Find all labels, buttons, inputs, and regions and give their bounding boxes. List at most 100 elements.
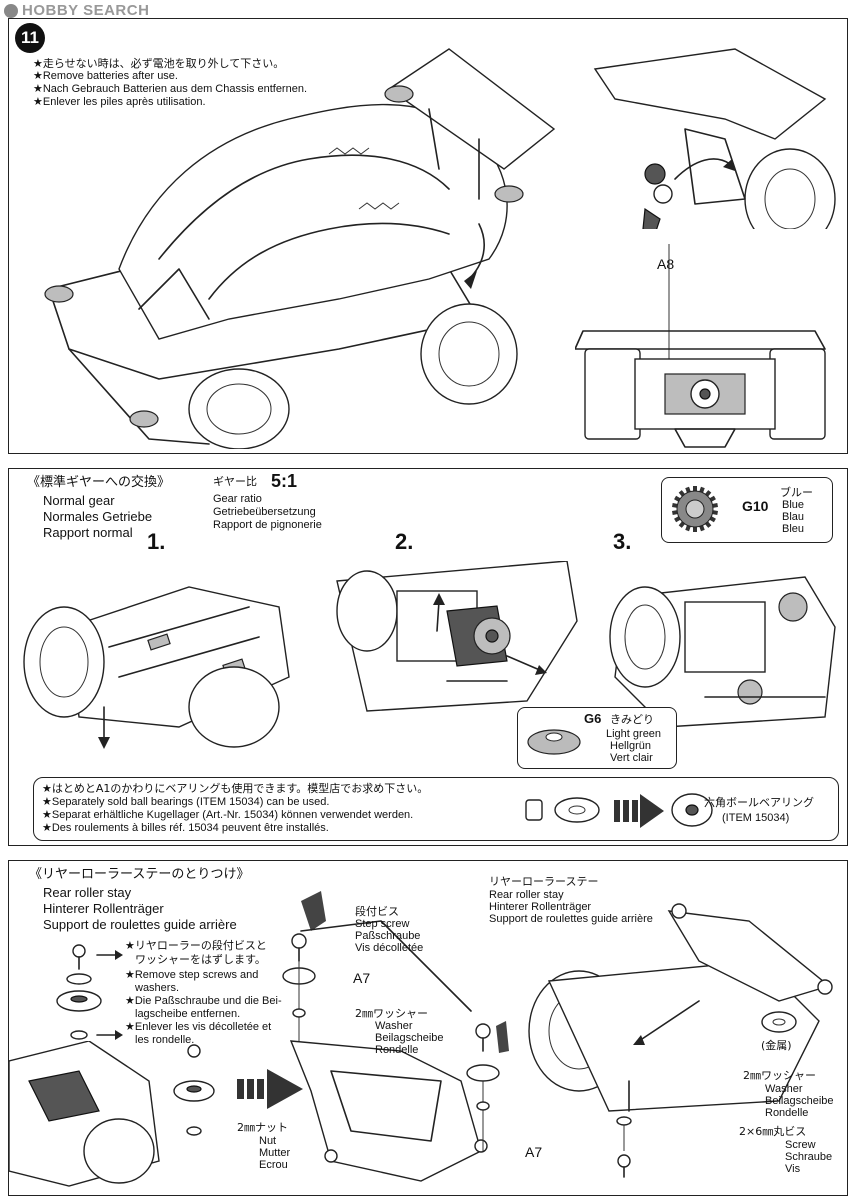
- stay-right-fr: Support de roulettes guide arrière: [489, 913, 653, 925]
- screw-right-jp: 2×6㎜丸ビス: [739, 1125, 807, 1138]
- car-body-illustration: [44, 48, 556, 449]
- remove-note-4: washers.: [135, 982, 180, 994]
- watermark: HOBBY SEARCH: [4, 2, 149, 19]
- washer-right-de: Beilagscheibe: [765, 1095, 834, 1107]
- washer-de: Beilagscheibe: [375, 1032, 444, 1044]
- g10-part-box: G10 ブルー Blue Blau Bleu: [661, 477, 833, 543]
- gear-heading-jp: 《標準ギヤーへの交換》: [27, 475, 171, 490]
- step-screw-fr: Vis décolletée: [355, 942, 424, 954]
- screw-right-en: Screw: [785, 1139, 816, 1151]
- screw-stack-illustration: [466, 1021, 509, 1151]
- rear-view-illustration: [575, 330, 826, 448]
- gear-heading-fr: Rapport normal: [43, 525, 133, 540]
- remove-note-3: ★Remove step screws and: [125, 969, 259, 981]
- gear-ratio-fr: Rapport de pignonerie: [213, 519, 322, 531]
- step-number: 11: [21, 28, 39, 47]
- step-screw-jp: 段付ビス: [355, 905, 399, 918]
- remove-parts-illustration: [56, 944, 123, 1040]
- step-screw-en: Step screw: [355, 918, 410, 930]
- washer-en: Washer: [375, 1020, 413, 1032]
- g6-part-box: G6 きみどり Light green Hellgrün Vert clair: [517, 707, 677, 769]
- a8-label: A8: [657, 256, 675, 272]
- g6-color-de: Hellgrün: [610, 740, 651, 752]
- gear-heading-de: Normales Getriebe: [43, 509, 153, 524]
- gear-step-2: 2.: [395, 529, 414, 554]
- watermark-logo-icon: [4, 3, 18, 18]
- washer-right-fr: Rondelle: [765, 1107, 809, 1119]
- g6-color-jp: きみどり: [610, 713, 654, 726]
- remove-note-7: ★Enlever les vis décolletée et: [125, 1021, 272, 1033]
- gear-heading-en: Normal gear: [43, 493, 115, 508]
- gear-panel: 《標準ギヤーへの交換》 Normal gear Normales Getrieb…: [8, 468, 848, 846]
- bearing-note-de: ★Separat erhältliche Kugellager (Art.-Nr…: [42, 809, 414, 821]
- stay-right-de: Hinterer Rollenträger: [489, 901, 592, 913]
- gear-ratio-en: Gear ratio: [213, 493, 262, 505]
- metal-washer-icon: [761, 1011, 797, 1033]
- bearing-item-no: (ITEM 15034): [722, 812, 790, 824]
- bearing-info-box: ★はとめとA1のかわりにベアリングも使用できます。模型店でお求め下さい。 ★Se…: [33, 777, 839, 841]
- remove-note-6: lagscheibe entfernen.: [135, 1008, 241, 1020]
- step-number-badge: 11: [15, 23, 45, 53]
- step-screw-de: Paßschraube: [355, 930, 421, 942]
- nut-jp: 2㎜ナット: [237, 1121, 288, 1134]
- bearing-note-en: ★Separately sold ball bearings (ITEM 150…: [42, 796, 330, 808]
- chassis-right-illustration: [528, 903, 833, 1112]
- remove-note-5: ★Die Paßschraube und die Bei-: [125, 995, 282, 1007]
- remove-note-1: ★リヤローラーの段付ビスと: [125, 939, 267, 952]
- small-screw-stack-illustration: [616, 1116, 632, 1178]
- g10-color-de: Blau: [782, 511, 805, 523]
- washer-right-en: Washer: [765, 1083, 803, 1095]
- rear-heading-de: Hinterer Rollenträger: [43, 901, 164, 916]
- gear-step3-illustration: [609, 576, 836, 728]
- rear-heading-en: Rear roller stay: [43, 885, 132, 900]
- gear-step2-illustration: [336, 561, 578, 712]
- bearing-swap-illustration: [525, 793, 713, 828]
- washer-right-jp: 2㎜ワッシャー: [743, 1069, 816, 1082]
- gear-ratio-de: Getriebeübersetzung: [213, 506, 316, 518]
- roller-stay-exploded-illustration: [282, 891, 488, 1182]
- gear-ratio-value: 5:1: [271, 471, 298, 491]
- rear-panel: 《リヤーローラーステーのとりつけ》 Rear roller stay Hinte…: [8, 860, 848, 1196]
- nut-en: Nut: [259, 1135, 277, 1147]
- g6-code: G6: [584, 711, 602, 726]
- g10-color-fr: Bleu: [782, 523, 805, 535]
- bearing-note-fr: ★Des roulements à billes réf. 15034 peuv…: [42, 822, 329, 834]
- a7-label-bottom: A7: [525, 1144, 543, 1160]
- step11-panel: 11 ★走らせない時は、必ず電池を取り外して下さい。 ★Remove batte…: [8, 18, 848, 454]
- nut-de: Mutter: [259, 1147, 291, 1159]
- g6-color-en: Light green: [606, 728, 662, 740]
- a7-label-top: A7: [353, 970, 371, 986]
- gear-step-3: 3.: [613, 529, 632, 554]
- g10-code: G10: [742, 498, 769, 514]
- remove-note-2: ワッシャーをはずします。: [135, 953, 266, 966]
- step11-note-de: ★Nach Gebrauch Batterien aus dem Chassis…: [33, 83, 308, 95]
- washer-jp: 2㎜ワッシャー: [355, 1007, 428, 1020]
- step11-note-jp: ★走らせない時は、必ず電池を取り外して下さい。: [33, 57, 285, 70]
- rear-heading-fr: Support de roulettes guide arrière: [43, 917, 237, 932]
- a8-leader-line: [668, 244, 670, 364]
- big-arrow-icon: [237, 1069, 303, 1109]
- stay-right-en: Rear roller stay: [489, 889, 564, 901]
- g6-gear-icon: [527, 729, 581, 755]
- g10-color-en: Blue: [782, 499, 805, 511]
- gear-ratio-jp: ギヤー比: [213, 475, 257, 488]
- g6-color-fr: Vert clair: [610, 752, 653, 764]
- g10-gear-icon: [672, 486, 718, 532]
- g10-color-jp: ブルー: [780, 486, 813, 499]
- gear-step-1: 1.: [147, 529, 166, 554]
- screw-right-de: Schraube: [785, 1151, 833, 1163]
- remove-note-8: les rondelle.: [135, 1034, 195, 1046]
- stay-right-jp: リヤーローラーステー: [489, 875, 599, 888]
- metal-label: (金属): [761, 1039, 792, 1052]
- bearing-note-jp: ★はとめとA1のかわりにベアリングも使用できます。模型店でお求め下さい。: [42, 782, 429, 795]
- watermark-text: HOBBY SEARCH: [22, 2, 150, 19]
- car-rear-left-illustration: [9, 1041, 215, 1187]
- washer-fr: Rondelle: [375, 1044, 419, 1056]
- nut-fr: Ecrou: [259, 1159, 288, 1171]
- rear-detail-illustration: [593, 48, 836, 229]
- rear-heading-jp: 《リヤーローラーステーのとりつけ》: [29, 867, 250, 882]
- step11-note-fr: ★Enlever les piles après utilisation.: [33, 96, 206, 108]
- gear-step1-illustration: [23, 586, 290, 749]
- step11-note-en: ★Remove batteries after use.: [33, 70, 178, 82]
- screw-right-fr: Vis: [785, 1163, 801, 1175]
